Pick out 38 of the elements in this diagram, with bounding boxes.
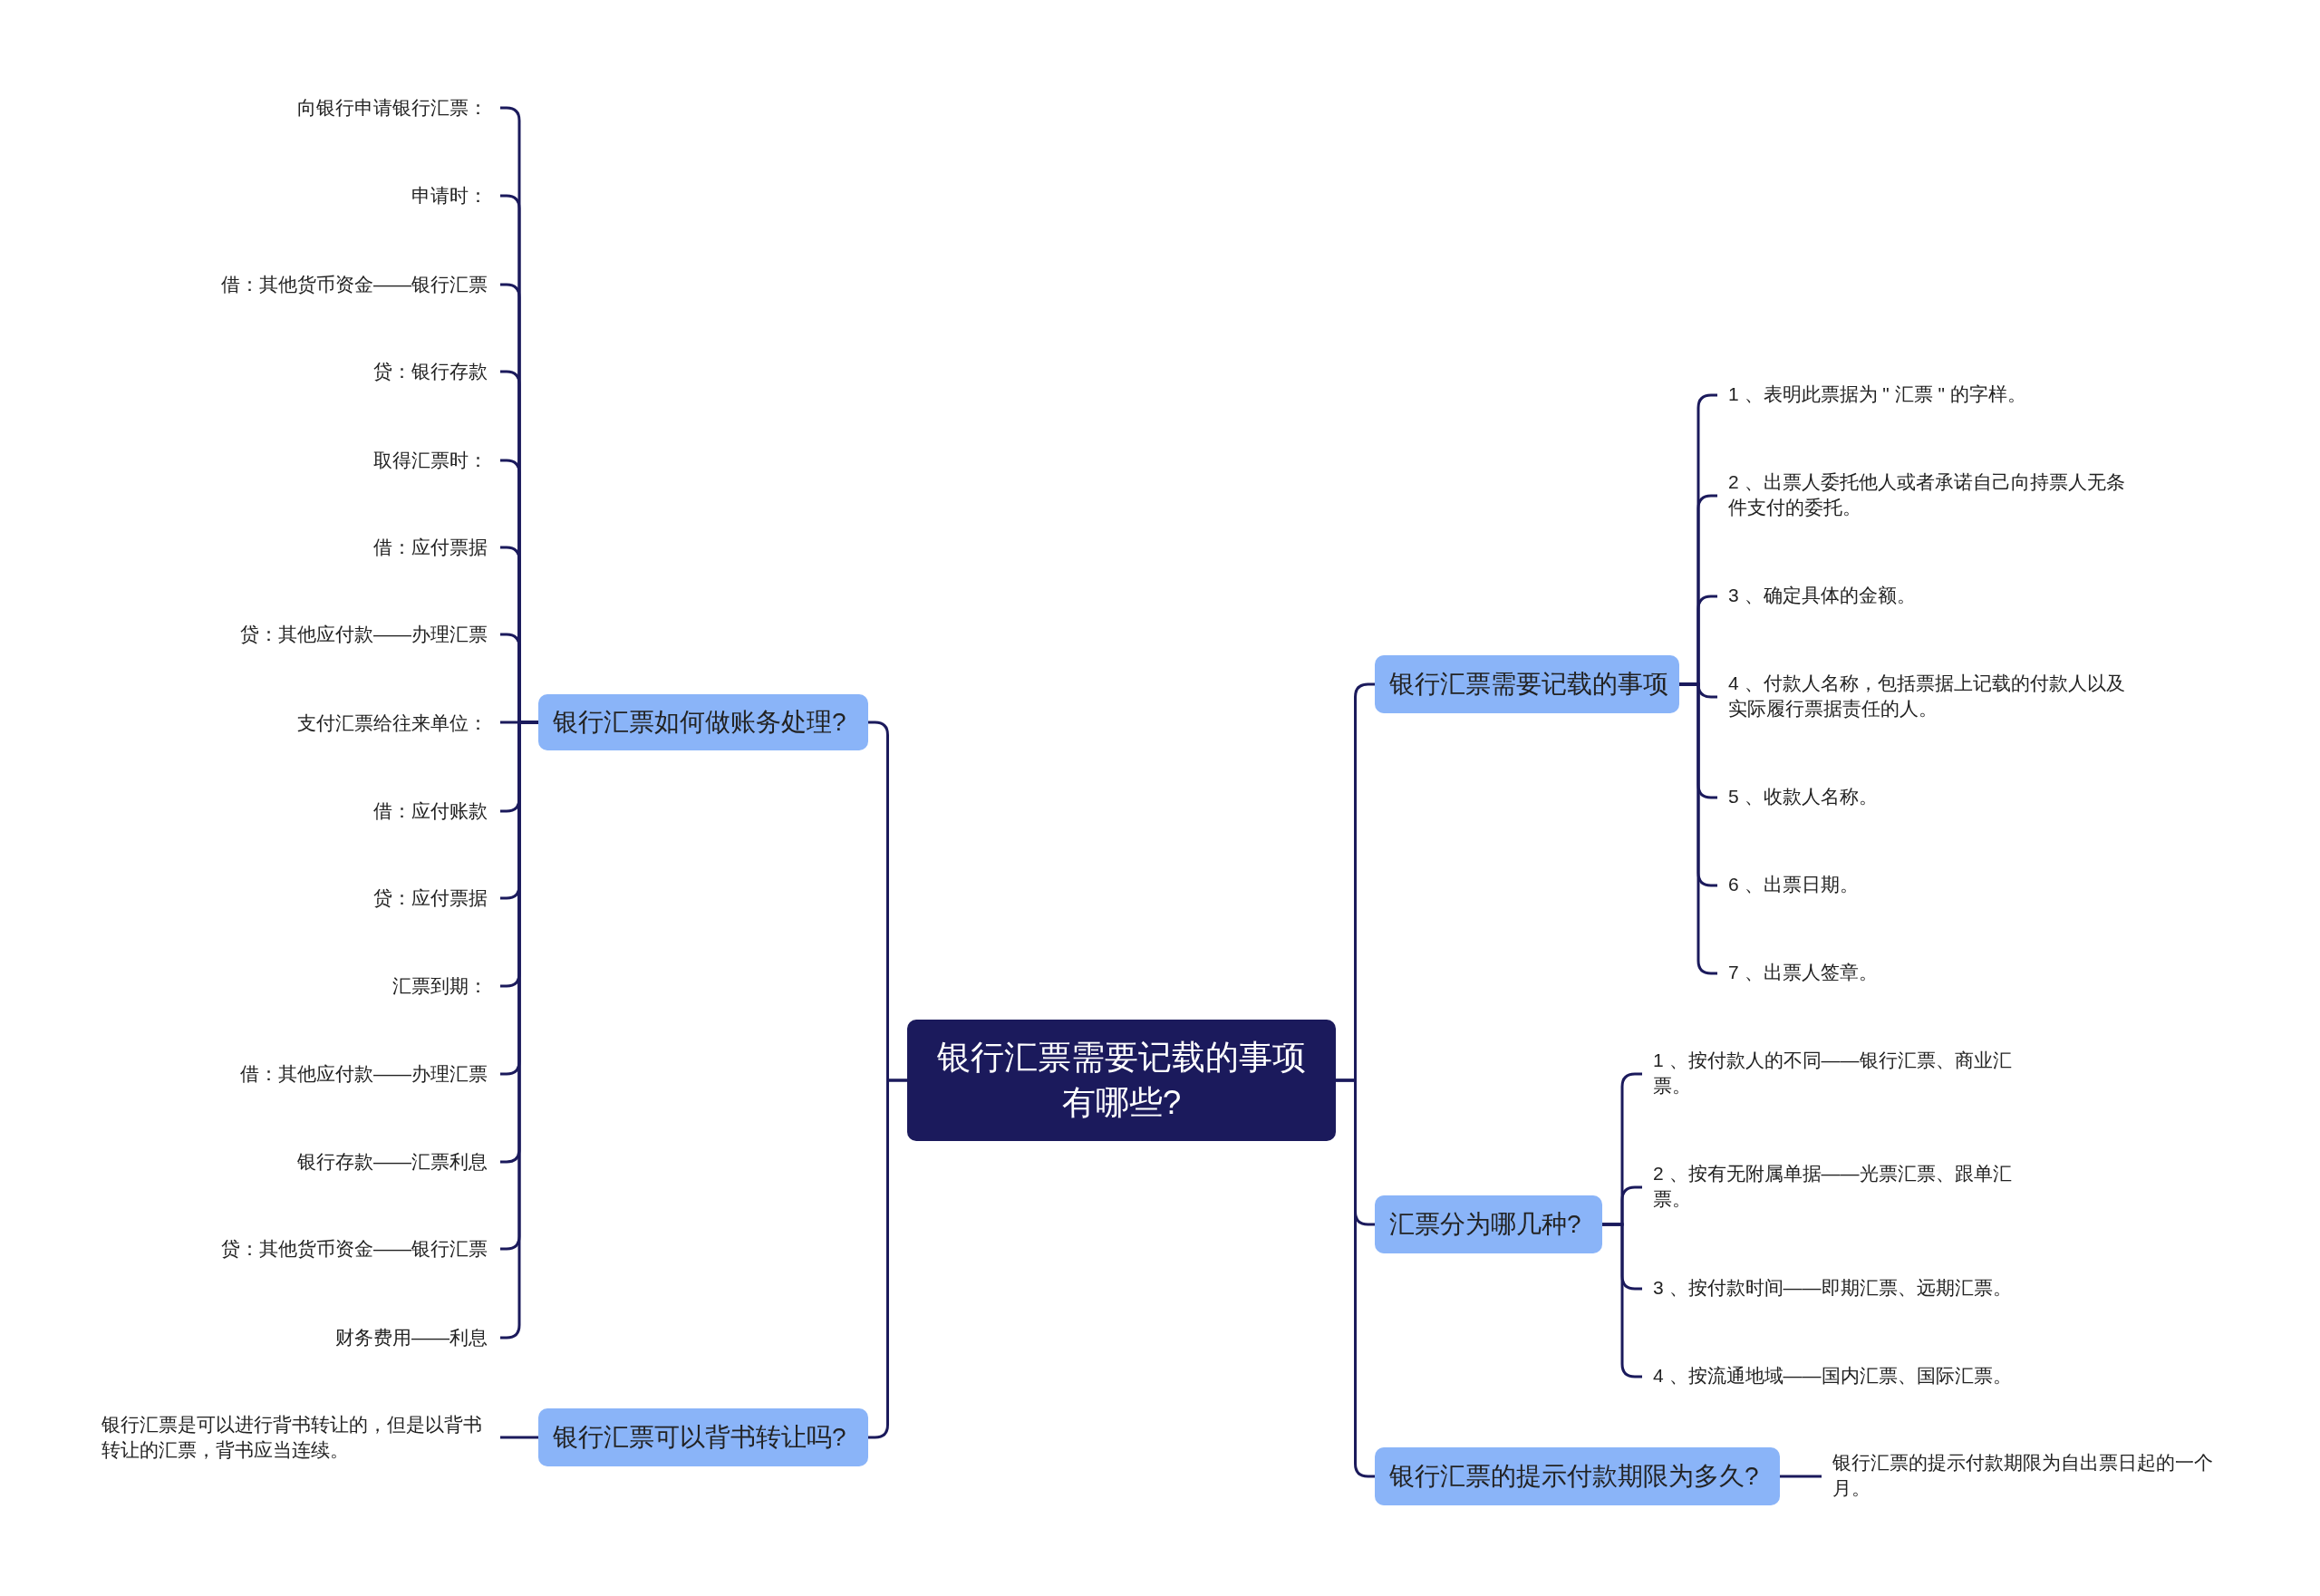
subtopic-text: 银行汇票是可以进行背书转让的，但是以背书转让的汇票，背书应当连续。 bbox=[91, 1412, 500, 1465]
topic-box: 银行汇票的提示付款期限为多久? bbox=[1375, 1447, 1780, 1505]
subtopic-text: 贷：其他货币资金——银行汇票 bbox=[54, 1235, 500, 1262]
subtopic-text: 3 、按付款时间——即期汇票、远期汇票。 bbox=[1642, 1275, 2048, 1302]
subtopic-text: 支付汇票给往来单位： bbox=[54, 710, 500, 737]
subtopic-text: 银行汇票的提示付款期限为自出票日起的一个月。 bbox=[1822, 1450, 2234, 1503]
subtopic-text: 向银行申请银行汇票： bbox=[54, 94, 500, 121]
connector-line bbox=[1336, 1079, 1375, 1478]
connector-line bbox=[868, 1079, 907, 1439]
subtopic-text: 6 、出票日期。 bbox=[1717, 872, 2130, 899]
subtopic-text: 借：其他应付款——办理汇票 bbox=[54, 1060, 500, 1088]
subtopic-text: 1 、按付款人的不同——银行汇票、商业汇票。 bbox=[1642, 1048, 2048, 1100]
subtopic-text: 汇票到期： bbox=[54, 972, 500, 1000]
subtopic-text: 贷：应付票据 bbox=[54, 885, 500, 912]
topic-box: 银行汇票如何做账务处理? bbox=[538, 694, 868, 750]
topic-box: 银行汇票可以背书转让吗? bbox=[538, 1408, 868, 1466]
topic-box: 银行汇票需要记载的事项 bbox=[1375, 655, 1679, 713]
connector-line bbox=[500, 1436, 538, 1439]
subtopic-text: 4 、付款人名称，包括票据上记载的付款人以及实际履行票据责任的人。 bbox=[1717, 671, 2130, 723]
subtopic-text: 借：应付票据 bbox=[54, 534, 500, 561]
subtopic-text: 借：应付账款 bbox=[54, 798, 500, 825]
subtopic-text: 7 、出票人签章。 bbox=[1717, 960, 2130, 987]
connector-line bbox=[1780, 1475, 1822, 1478]
subtopic-text: 贷：其他应付款——办理汇票 bbox=[54, 621, 500, 648]
subtopic-text: 借：其他货币资金——银行汇票 bbox=[54, 271, 500, 298]
subtopic-text: 申请时： bbox=[54, 182, 500, 209]
subtopic-text: 5 、收款人名称。 bbox=[1717, 784, 2130, 811]
topic-box: 汇票分为哪几种? bbox=[1375, 1195, 1602, 1253]
subtopic-text: 贷：银行存款 bbox=[54, 358, 500, 385]
subtopic-text: 2 、出票人委托他人或者承诺自己向持票人无条件支付的委托。 bbox=[1717, 469, 2130, 522]
subtopic-text: 财务费用——利息 bbox=[54, 1324, 500, 1351]
central-topic-box: 银行汇票需要记载的事项有哪些? bbox=[907, 1020, 1336, 1141]
subtopic-text: 取得汇票时： bbox=[54, 447, 500, 474]
subtopic-text: 3 、确定具体的金额。 bbox=[1717, 583, 2130, 610]
subtopic-text: 1 、表明此票据为 " 汇票 " 的字样。 bbox=[1717, 382, 2130, 409]
subtopic-text: 2 、按有无附属单据——光票汇票、跟单汇票。 bbox=[1642, 1161, 2048, 1214]
subtopic-text: 4 、按流通地域——国内汇票、国际汇票。 bbox=[1642, 1363, 2048, 1390]
subtopic-text: 银行存款——汇票利息 bbox=[54, 1148, 500, 1175]
